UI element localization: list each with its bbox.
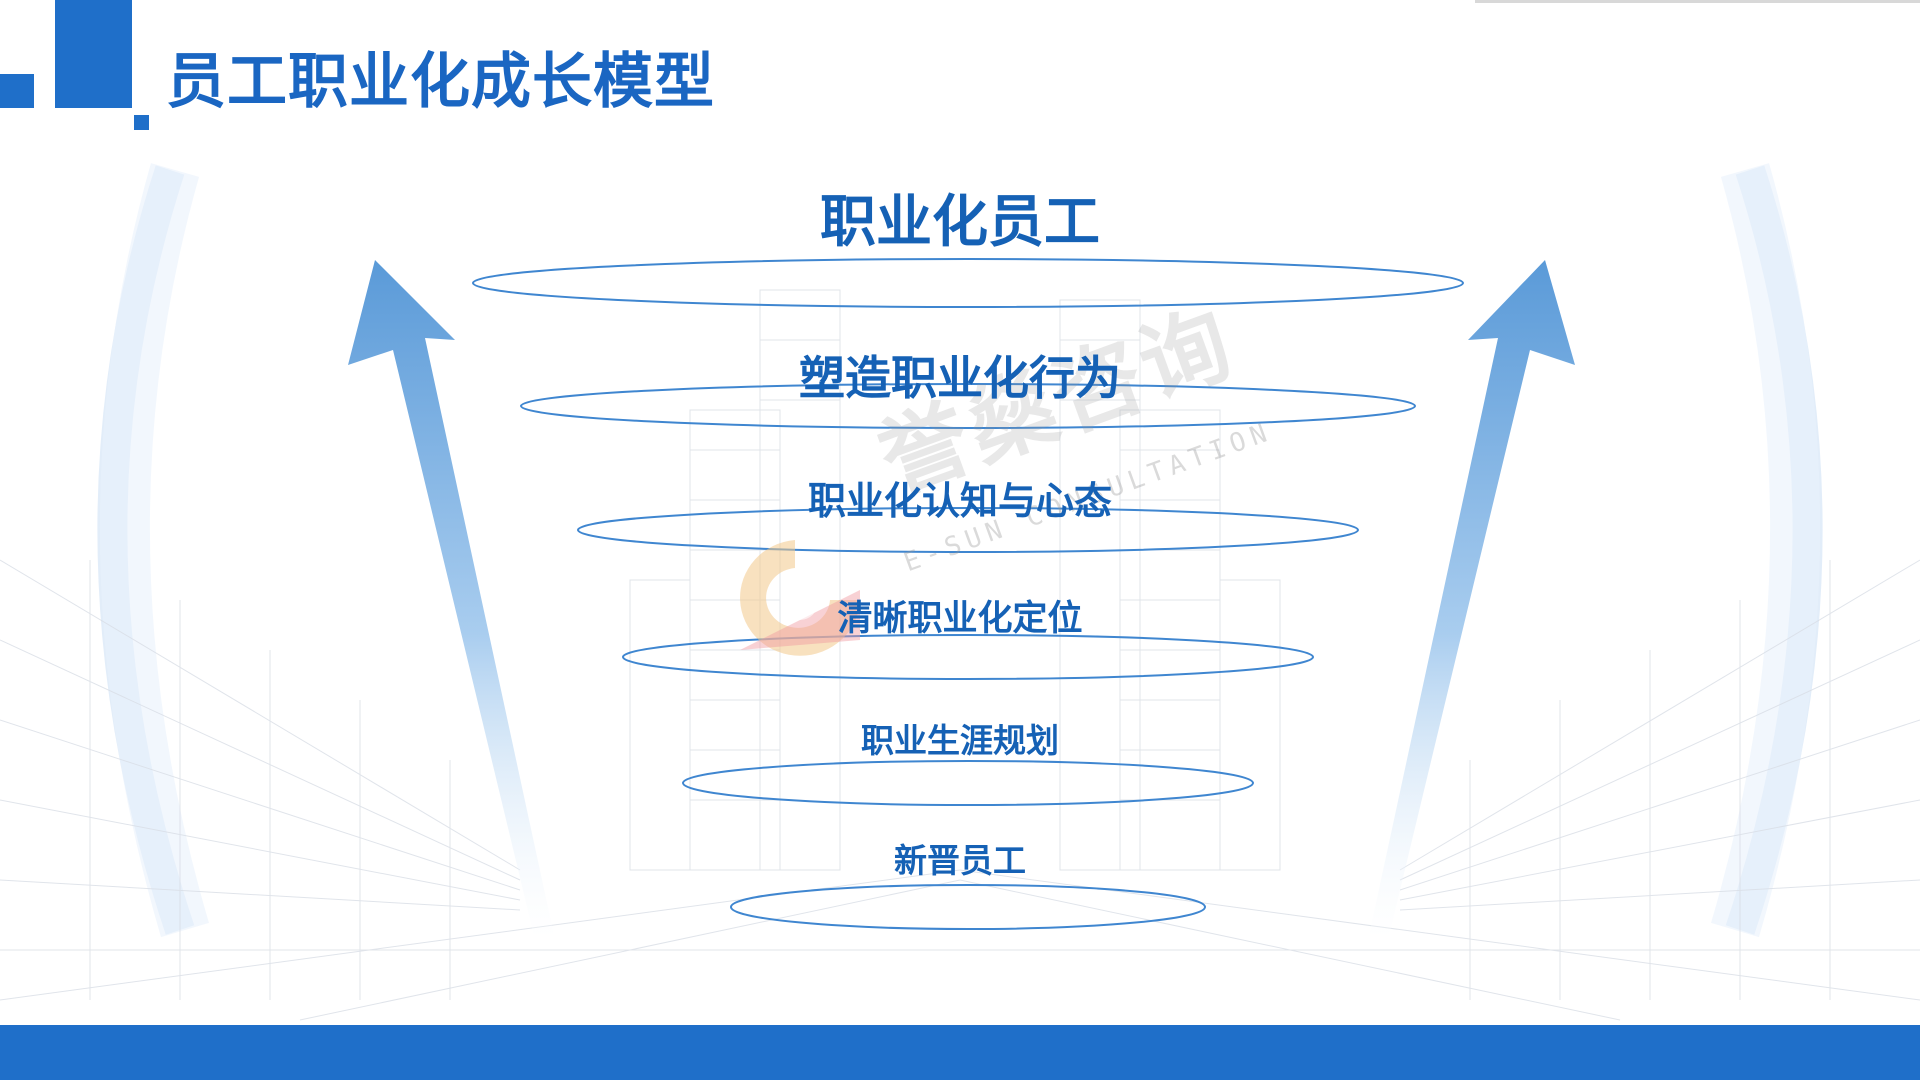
esun-logo-icon (740, 540, 860, 656)
level-label-2: 塑造职业化行为 (799, 351, 1121, 405)
level-label-6: 新晋员工 (894, 841, 1026, 880)
header-deco-square-small (134, 115, 149, 130)
ring-3 (577, 507, 1359, 553)
left-up-arrow-icon (348, 260, 555, 940)
header-deco-square-big (55, 0, 132, 108)
level-label-1: 职业化员工 (820, 190, 1100, 255)
watermark: 誉燊咨询 E-SUN CONSULTATION (700, 290, 1277, 690)
header-deco-square-left (0, 74, 34, 108)
page-title: 员工职业化成长模型 (166, 47, 715, 117)
level-label-5: 职业生涯规划 (861, 721, 1059, 760)
footer-bar (0, 1025, 1920, 1080)
ring-1 (472, 258, 1464, 308)
ring-5 (682, 760, 1254, 806)
ring-2 (520, 383, 1416, 429)
building-sketch (0, 289, 1920, 1021)
top-right-divider (1475, 0, 1920, 3)
level-label-3: 职业化认知与心态 (807, 479, 1112, 523)
ring-4 (622, 634, 1314, 680)
right-up-arrow-icon (1368, 260, 1575, 940)
level-label-4: 清晰职业化定位 (837, 599, 1083, 639)
level-rings (472, 258, 1464, 930)
ring-6 (730, 884, 1206, 930)
